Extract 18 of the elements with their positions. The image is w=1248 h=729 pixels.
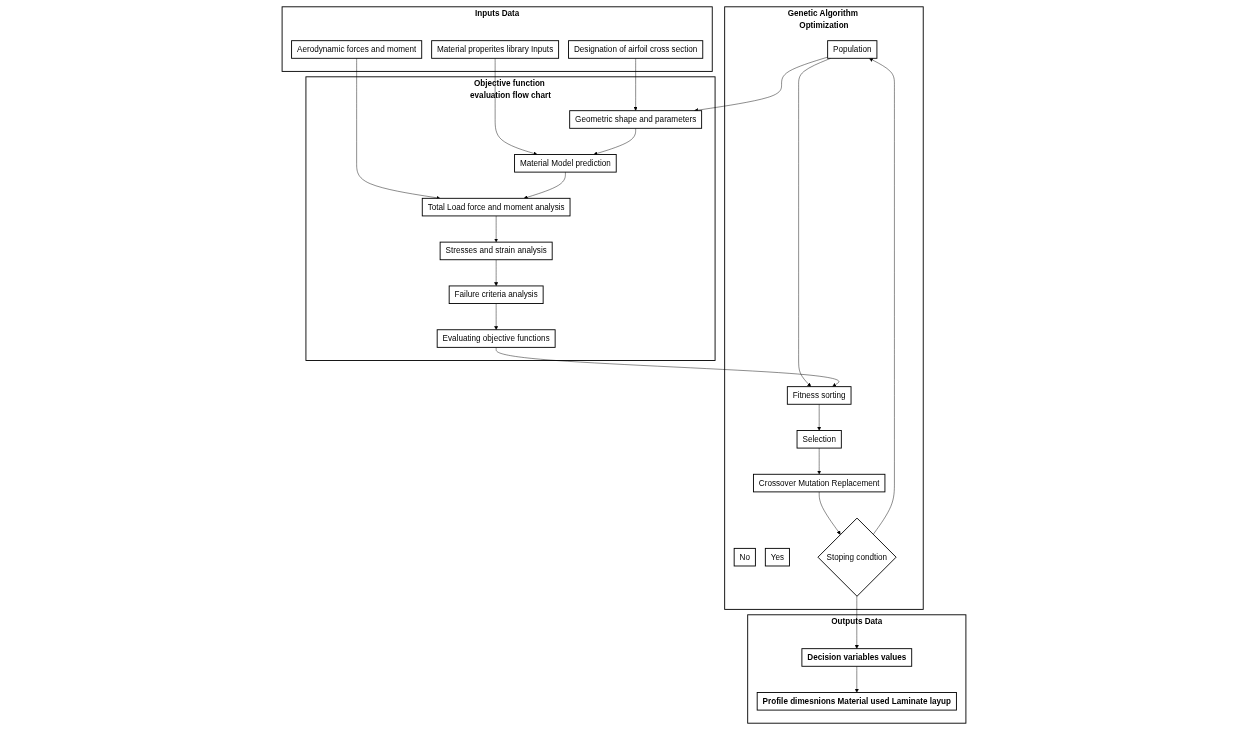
node-box: Profile dimesnions Material used Laminate layup bbox=[756, 691, 957, 711]
node-box: Failure criteria analysis bbox=[448, 285, 544, 304]
node-box: Aerodynamic forces and moment bbox=[291, 39, 423, 59]
node-box: Fitness sorting bbox=[786, 385, 852, 405]
node-box: Geometric shape and parameters bbox=[569, 109, 703, 129]
node-box: Material properites library Inputs bbox=[431, 39, 560, 59]
node-box: Selection bbox=[796, 429, 842, 449]
node-box: No bbox=[733, 547, 756, 566]
node-diamond: Stoping condtion bbox=[817, 517, 897, 597]
node-box: Population bbox=[827, 39, 878, 59]
node-box: Evaluating objective functions bbox=[436, 328, 556, 348]
node-box: Material Model prediction bbox=[514, 153, 617, 173]
node-box: Crossover Mutation Replacement bbox=[753, 473, 886, 492]
node-box: Designation of airfoil cross section bbox=[568, 39, 704, 59]
node-box: Decision variables values bbox=[801, 647, 913, 667]
node-box: Yes bbox=[764, 547, 790, 566]
node-box: Stresses and strain analysis bbox=[439, 241, 553, 260]
node-box: Total Load force and moment analysis bbox=[421, 197, 571, 216]
